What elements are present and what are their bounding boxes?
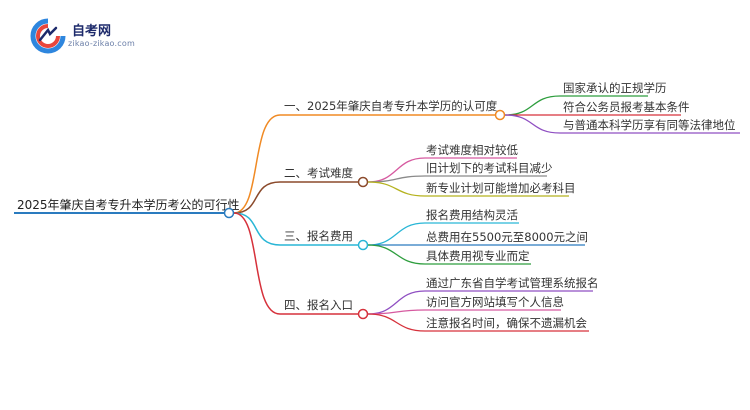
leaf-label: 符合公务员报考基本条件	[563, 100, 690, 114]
leaf-connector	[504, 114, 561, 134]
branch-node[interactable]	[494, 109, 506, 121]
branch-label: 一、2025年肇庆自考专升本学历的认可度	[284, 99, 498, 113]
leaf-label: 新专业计划可能增加必考科目	[426, 181, 576, 195]
leaf-label: 总费用在5500元至8000元之间	[426, 230, 588, 244]
leaf-label: 国家承认的正规学历	[563, 81, 667, 95]
leaf-connector	[504, 95, 561, 116]
branch-node[interactable]	[357, 239, 369, 251]
leaf-label: 注意报名时间，确保不遗漏机会	[426, 316, 587, 330]
logo-mark-icon	[30, 18, 66, 54]
logo-subtitle: zikao-zikao.com	[68, 39, 135, 48]
logo-title: 自考网	[72, 24, 112, 39]
branch-label: 四、报名入口	[284, 298, 353, 312]
branch-label: 三、报名费用	[284, 229, 353, 243]
branch-label: 二、考试难度	[284, 166, 353, 180]
leaf-label: 报名费用结构灵活	[426, 208, 518, 222]
leaf-label: 与普通本科学历享有同等法律地位	[563, 118, 736, 132]
leaf-label: 旧计划下的考试科目减少	[426, 161, 553, 175]
leaf-connector	[367, 222, 426, 246]
root-topic: 2025年肇庆自考专升本学历考公的可行性	[17, 197, 240, 212]
leaf-connector	[367, 181, 426, 197]
branch-connector	[233, 212, 281, 315]
branch-connector	[233, 181, 281, 214]
leaf-connector	[367, 313, 426, 332]
branch-node[interactable]	[357, 308, 369, 320]
leaf-label: 访问官方网站填写个人信息	[426, 295, 564, 309]
branch-connector	[233, 212, 281, 246]
leaf-label: 具体费用视专业而定	[426, 249, 530, 263]
branch-node[interactable]	[357, 176, 369, 188]
leaf-connector	[367, 309, 426, 315]
leaf-label: 通过广东省自学考试管理系统报名	[426, 276, 599, 290]
site-logo[interactable]: 自考网 zikao-zikao.com	[30, 18, 170, 58]
leaf-connector	[367, 244, 426, 265]
root-node[interactable]	[223, 207, 235, 219]
leaf-connector	[367, 175, 426, 183]
leaf-label: 考试难度相对较低	[426, 143, 518, 157]
branch-connector	[233, 114, 281, 214]
